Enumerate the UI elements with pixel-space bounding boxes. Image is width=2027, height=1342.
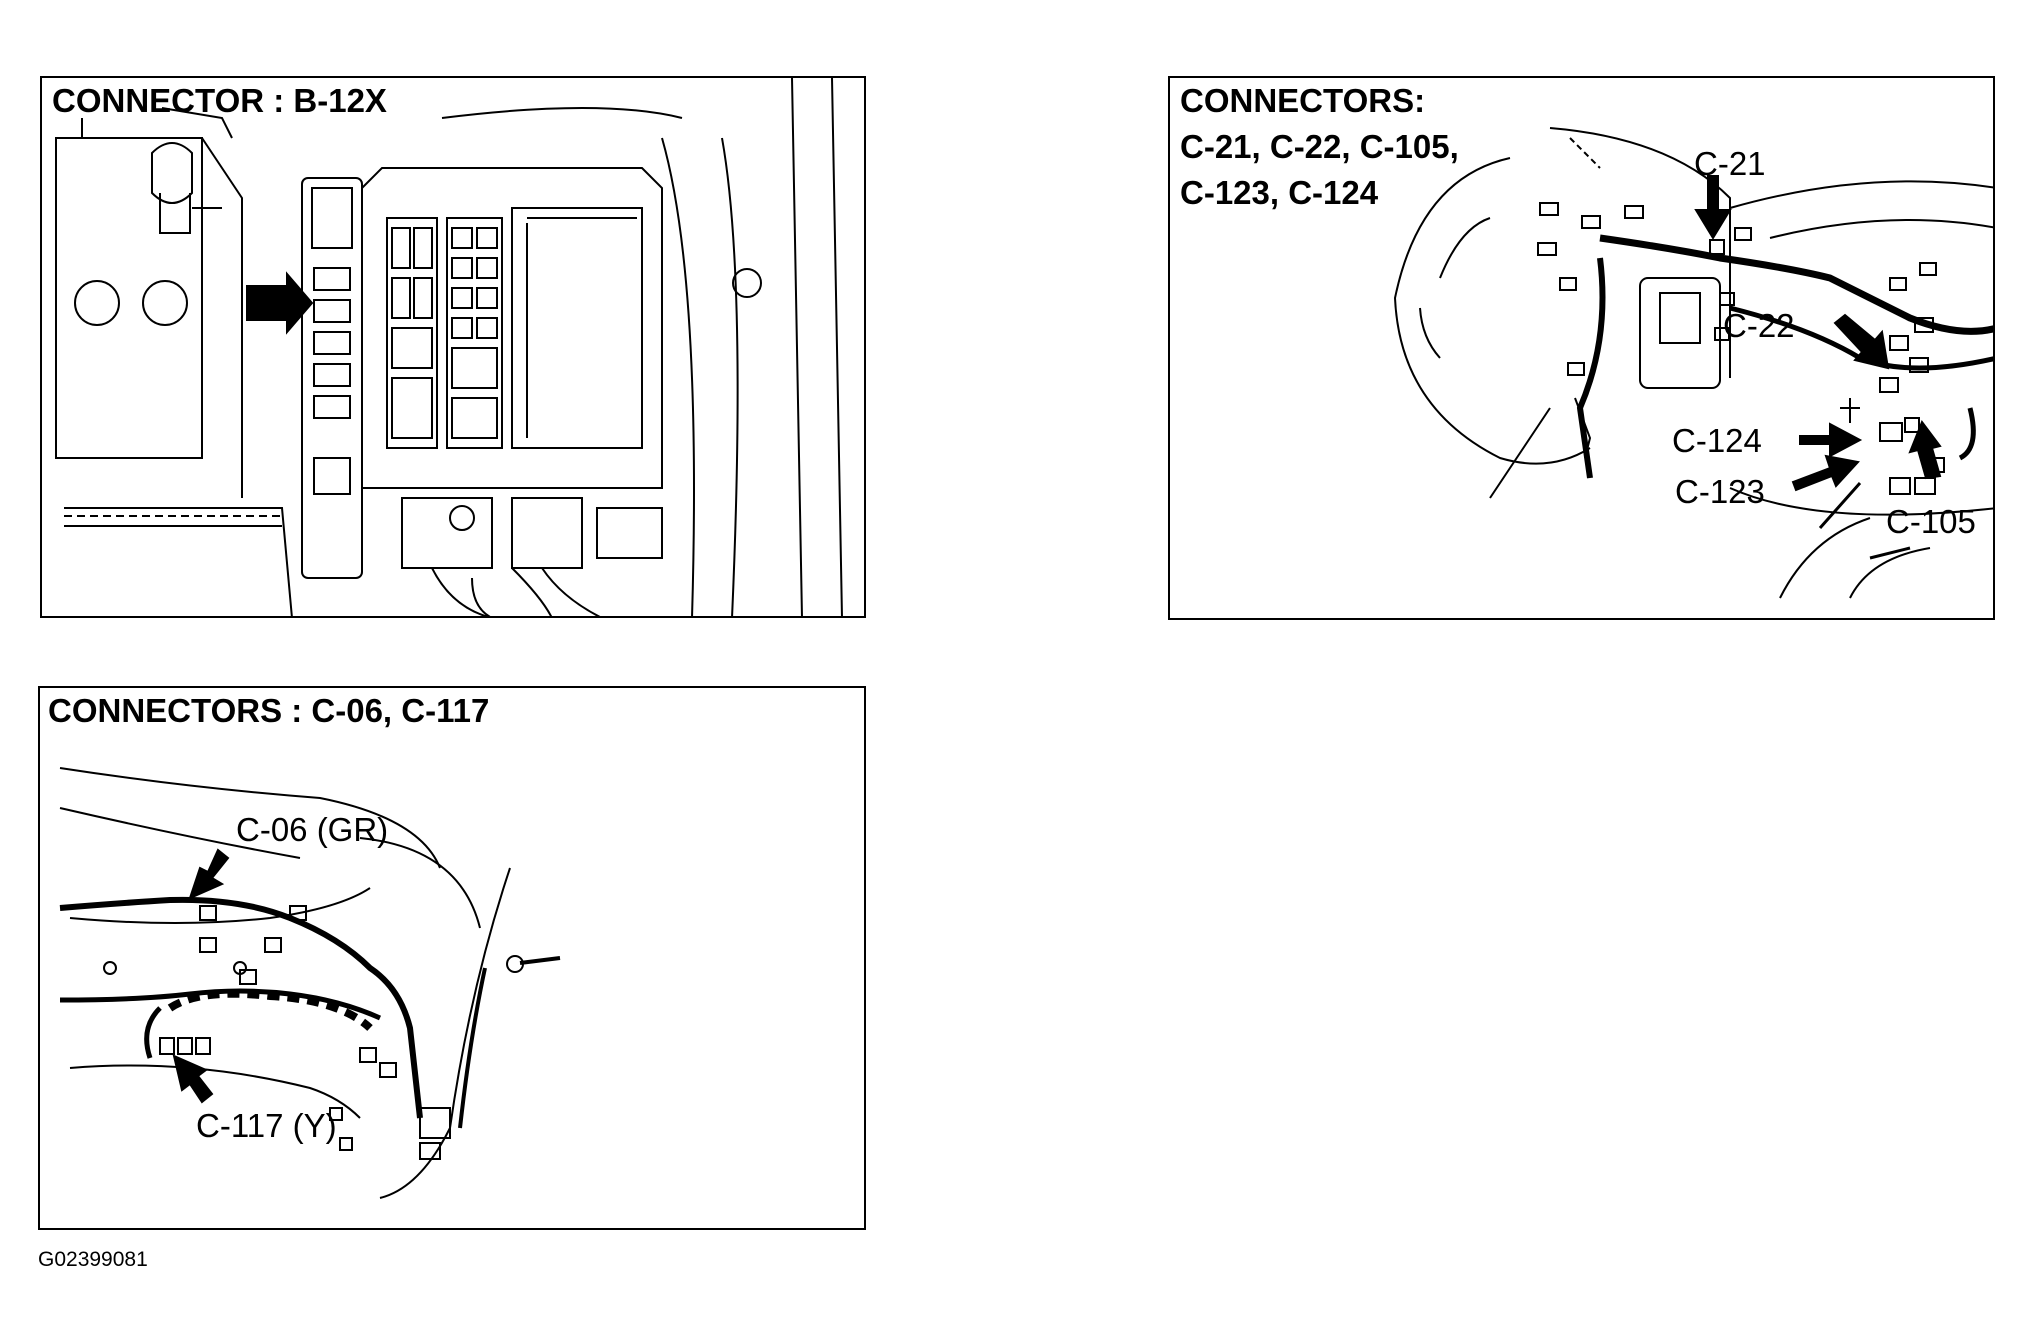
arrow-c06 (188, 848, 230, 900)
arrow-c22 (1833, 313, 1890, 370)
callout-c123: C-123 (1675, 473, 1765, 510)
panel-title-line2: C-21, C-22, C-105, (1180, 128, 1459, 165)
panel-connectors-c06-c117: CONNECTORS : C-06, C-117 C-06 (GR) C-117… (38, 686, 866, 1230)
callout-c06: C-06 (GR) (236, 811, 389, 848)
callout-c117: C-117 (Y) (196, 1107, 337, 1144)
panel-title: CONNECTOR : B-12X (52, 82, 387, 119)
arrow-c21 (1694, 175, 1732, 240)
dashboard-harness-illustration (1393, 127, 1993, 599)
arrow-c123 (1791, 454, 1860, 492)
arrow-c124 (1799, 422, 1863, 458)
instrument-panel-harness-illustration (59, 767, 561, 1199)
panel-title-line1: CONNECTORS: (1180, 82, 1426, 119)
callout-c22: C-22 (1723, 307, 1795, 344)
fuse-box-illustration (55, 78, 843, 616)
callout-c21: C-21 (1694, 145, 1766, 182)
panel-connector-b12x: CONNECTOR : B-12X (40, 76, 866, 618)
arrow-c105 (1908, 419, 1942, 480)
panel-title: CONNECTORS : C-06, C-117 (48, 692, 490, 729)
figure-id: G02399081 (38, 1248, 148, 1271)
callout-c105: C-105 (1886, 503, 1976, 540)
panel-title-line3: C-123, C-124 (1180, 174, 1379, 211)
callout-c124: C-124 (1672, 422, 1762, 459)
panel-connectors-c21-c124: CONNECTORS: C-21, C-22, C-105, C-123, C-… (1168, 76, 1995, 620)
arrow-c117 (172, 1054, 214, 1104)
